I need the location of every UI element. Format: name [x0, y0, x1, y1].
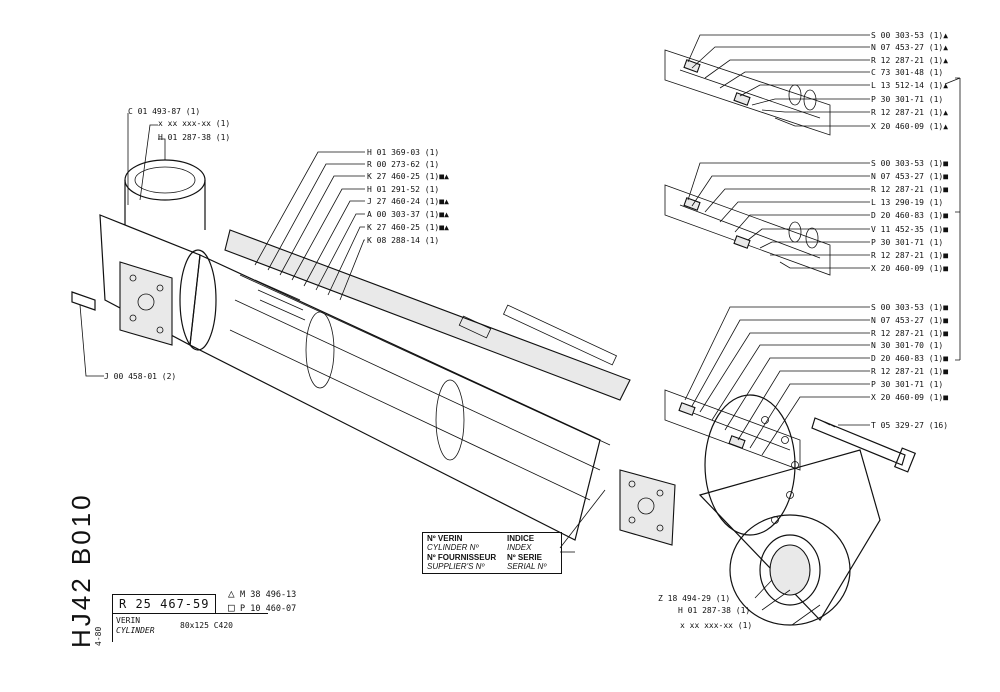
revision-square-text: P 10 460-07	[240, 604, 297, 614]
callout-piston-1: H 01 369-03 (1)	[367, 148, 439, 157]
callout-kit-b-2: N 07 453-27 (1)■	[871, 172, 948, 181]
callout-kit-b-7: P 30 301-71 (1)	[871, 238, 943, 247]
revision-triangle: △ M 38 496-13	[228, 587, 296, 600]
callout-kit-c-1: S 00 303-53 (1)■	[871, 303, 948, 312]
callout-kit-b-5: D 20 460-83 (1)■	[871, 211, 948, 220]
callout-piston-8: K 08 288-14 (1)	[367, 236, 439, 245]
callout-kit-b-9: X 20 460-09 (1)■	[871, 264, 948, 273]
cylinder-body	[179, 229, 631, 541]
callout-kit-b-1: S 00 303-53 (1)■	[871, 159, 948, 168]
head-end	[71, 159, 206, 346]
callout-h01287-top: H 01 287-38 (1)	[158, 133, 230, 142]
label-indice: INDICE	[507, 534, 535, 543]
identification-box: Nº VERIN CYLINDER Nº INDICE INDEX Nº FOU…	[422, 532, 562, 574]
label-fournisseur: Nº FOURNISSEUR	[427, 553, 497, 562]
leaders-left	[79, 113, 821, 626]
callout-rod-eye-3: x xx xxx-xx (1)	[680, 621, 752, 630]
leaders-middle-right	[687, 162, 870, 269]
callout-rod-eye-2: H 01 287-38 (1)	[678, 606, 750, 615]
leaders-top-right	[687, 34, 870, 127]
callout-kit-b-6: V 11 452-35 (1)■	[871, 225, 948, 234]
callout-piston-2: R 00 273-62 (1)	[367, 160, 439, 169]
callout-kit-a-8: X 20 460-09 (1)▲	[871, 122, 948, 131]
callout-kit-a-7: R 12 287-21 (1)▲	[871, 108, 948, 117]
callout-piston-5: J 27 460-24 (1)■▲	[367, 197, 449, 206]
callout-kit-c-8: X 20 460-09 (1)■	[871, 393, 948, 402]
callout-kit-c-6: R 12 287-21 (1)■	[871, 367, 948, 376]
callout-kit-b-3: R 12 287-21 (1)■	[871, 185, 948, 194]
callout-kit-a-2: N 07 453-27 (1)▲	[871, 43, 948, 52]
callout-xxx-top: x xx xxx-xx (1)	[158, 119, 230, 128]
spec-text: 80x125 C420	[180, 621, 233, 630]
callout-kit-a-3: R 12 287-21 (1)▲	[871, 56, 948, 65]
label-index: INDEX	[507, 543, 532, 552]
title-block	[112, 613, 268, 642]
title-en: CYLINDER	[116, 626, 155, 635]
callout-piston-3: K 27 460-25 (1)■▲	[367, 172, 449, 181]
callout-kit-c-7: P 30 301-71 (1)	[871, 380, 943, 389]
revision-triangle-text: M 38 496-13	[240, 590, 297, 600]
callout-kit-c-3: R 12 287-21 (1)■	[871, 329, 948, 338]
leaders-lower-right	[684, 306, 870, 456]
callout-rod-eye-1: Z 18 494-29 (1)	[658, 594, 730, 603]
seal-detail-top	[664, 49, 831, 136]
callout-port-fitting: J 00 458-01 (2)	[104, 372, 176, 381]
callout-kit-c-2: N 07 453-27 (1)■	[871, 316, 948, 325]
callout-piston-4: H 01 291-52 (1)	[367, 185, 439, 194]
sheet-date: 4-80	[94, 626, 103, 646]
callout-piston-7: K 27 460-25 (1)■▲	[367, 223, 449, 232]
rod-eye	[619, 394, 917, 626]
callout-kit-a-4: C 73 301-48 (1)	[871, 68, 943, 77]
label-verin: Nº VERIN	[427, 534, 463, 543]
triangle-icon: △	[228, 587, 235, 600]
leaders-piston	[254, 151, 365, 301]
callout-kit-c-5: D 20 460-83 (1)■	[871, 354, 948, 363]
callout-c01493: C 01 493-87 (1)	[128, 107, 200, 116]
callout-kit-a-6: P 30 301-71 (1)	[871, 95, 943, 104]
callout-kit-b-8: R 12 287-21 (1)■	[871, 251, 948, 260]
callout-piston-6: A 00 303-37 (1)■▲	[367, 210, 449, 219]
sheet-code-block: HJ42 B010 4-80	[66, 492, 106, 648]
callout-kit-a-1: S 00 303-53 (1)▲	[871, 31, 948, 40]
callout-kit-c-4: N 30 301-70 (1)	[871, 341, 943, 350]
label-supplier-no: SUPPLIER'S Nº	[427, 562, 485, 571]
part-number: R 25 467-59	[112, 594, 217, 614]
callout-kit-a-5: L 13 512-14 (1)▲	[871, 81, 948, 90]
label-serial-no: SERIAL Nº	[507, 562, 547, 571]
title-fr: VERIN	[116, 616, 141, 625]
label-cylinder-no: CYLINDER Nº	[427, 543, 479, 552]
revision-square: □ P 10 460-07	[228, 601, 296, 614]
seal-detail-middle	[664, 184, 831, 276]
sheet-code: HJ42 B010	[66, 492, 96, 648]
square-icon: □	[228, 601, 235, 614]
callout-kit-b-4: L 13 290-19 (1)	[871, 198, 943, 207]
seal-detail-bottom	[664, 389, 801, 471]
callout-bolt: T 05 329-27 (16)	[871, 421, 948, 430]
label-serie: Nº SERIE	[507, 553, 542, 562]
